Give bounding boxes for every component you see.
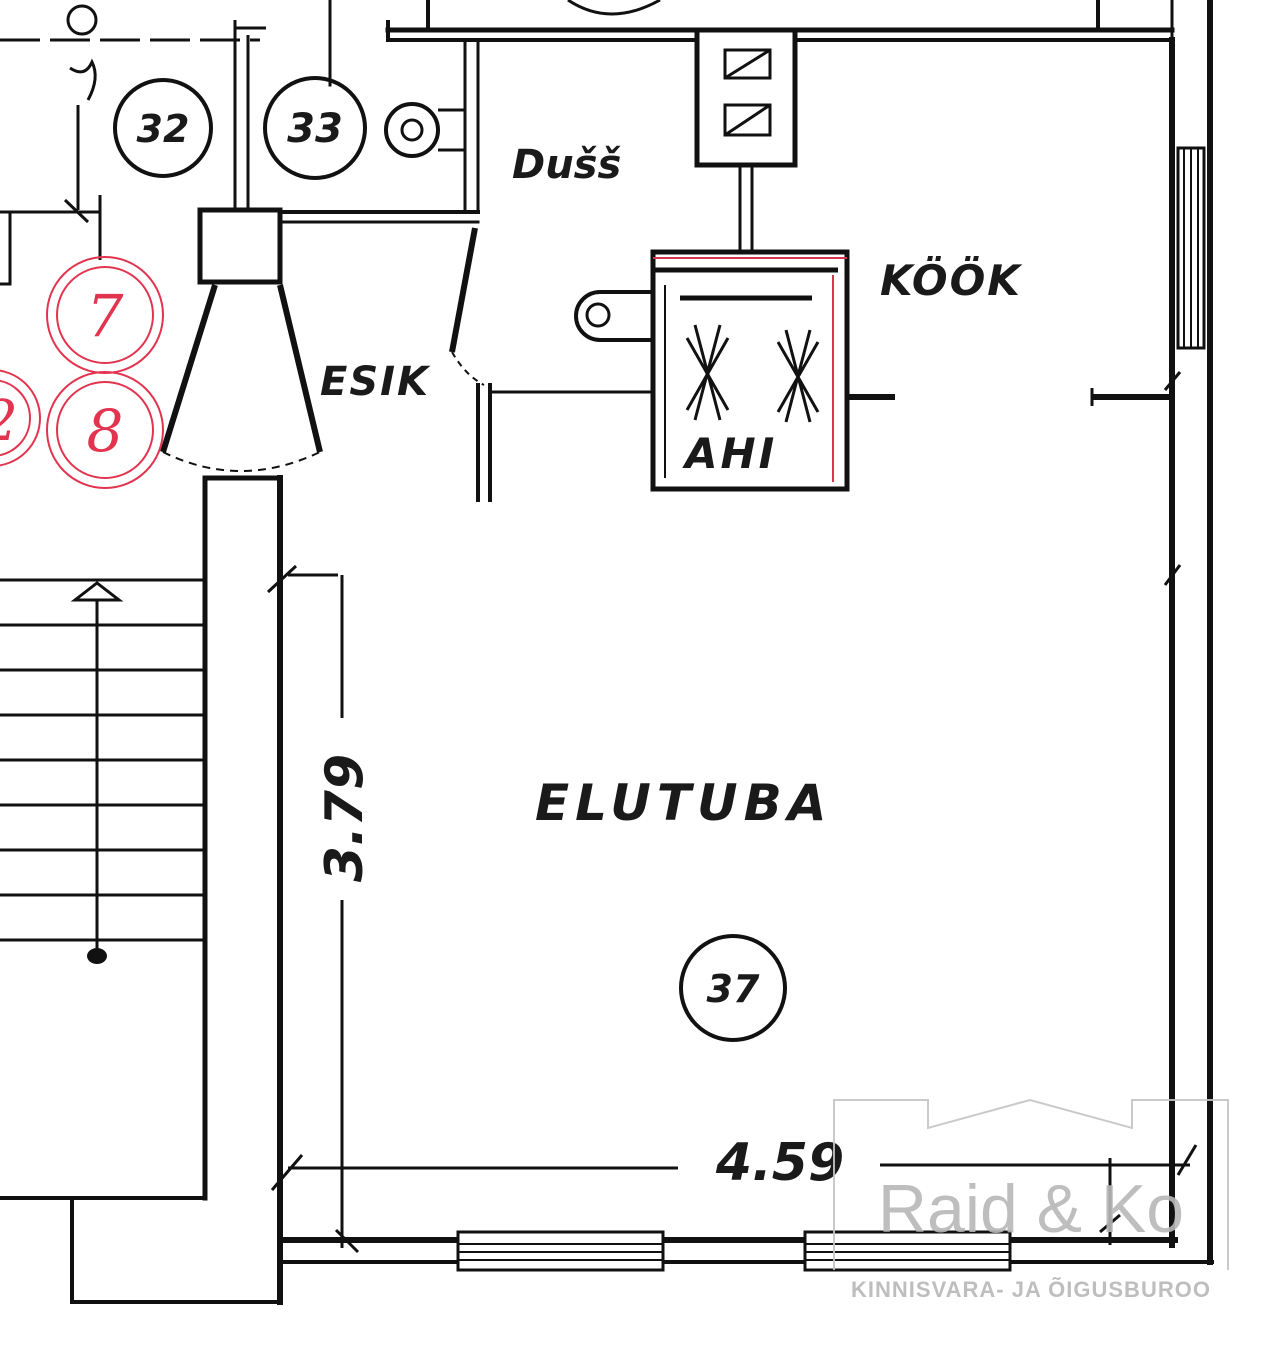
room-label-kitchen: KÖÖK [880,255,1023,305]
dimension-width-label: 4.59 [715,1133,844,1193]
watermark-logo: Raid & Ko KINNISVARA- JA ÕIGUSBUROO [833,1098,1229,1302]
red-marker-8: 8 [46,371,164,489]
bottom-window-right [803,1230,1012,1272]
red-marker-7-label: 7 [87,282,124,350]
kitchen-elements [574,27,1170,492]
stove-label: AHI [682,429,777,478]
bathroom-walls [278,0,652,502]
chimney [160,20,323,472]
room-label-shower: Dušš [512,142,621,188]
room-label-living: ELUTUBA [535,774,832,832]
red-marker-8-label: 8 [87,397,124,465]
dimension-height-label: 3.79 [315,754,375,882]
room-number-37: 37 [679,934,787,1042]
watermark-tagline: KINNISVARA- JA ÕIGUSBUROO [851,1277,1211,1302]
room-number-33-label: 33 [287,106,343,152]
dimension-height [266,564,360,1254]
room-number-33: 33 [263,76,367,180]
dimension-width [270,1144,1198,1245]
top-left-fragment [0,4,260,286]
watermark-brand: Raid & Ko [878,1171,1184,1247]
wall-ticks [1163,371,1182,586]
red-marker-partial-label: 2 [0,389,18,454]
room-number-37-label: 37 [707,967,760,1011]
bottom-window-left [456,1230,665,1272]
staircase [0,578,205,964]
room-number-32: 32 [113,78,213,178]
stair-walls [0,475,283,1305]
room-label-hall: ESIK [320,359,431,405]
outer-walls [282,0,1214,1272]
red-marker-7: 7 [46,256,164,374]
red-marker-partial: 2 [0,369,41,467]
stove [650,249,850,492]
room-number-32-label: 32 [137,107,190,151]
